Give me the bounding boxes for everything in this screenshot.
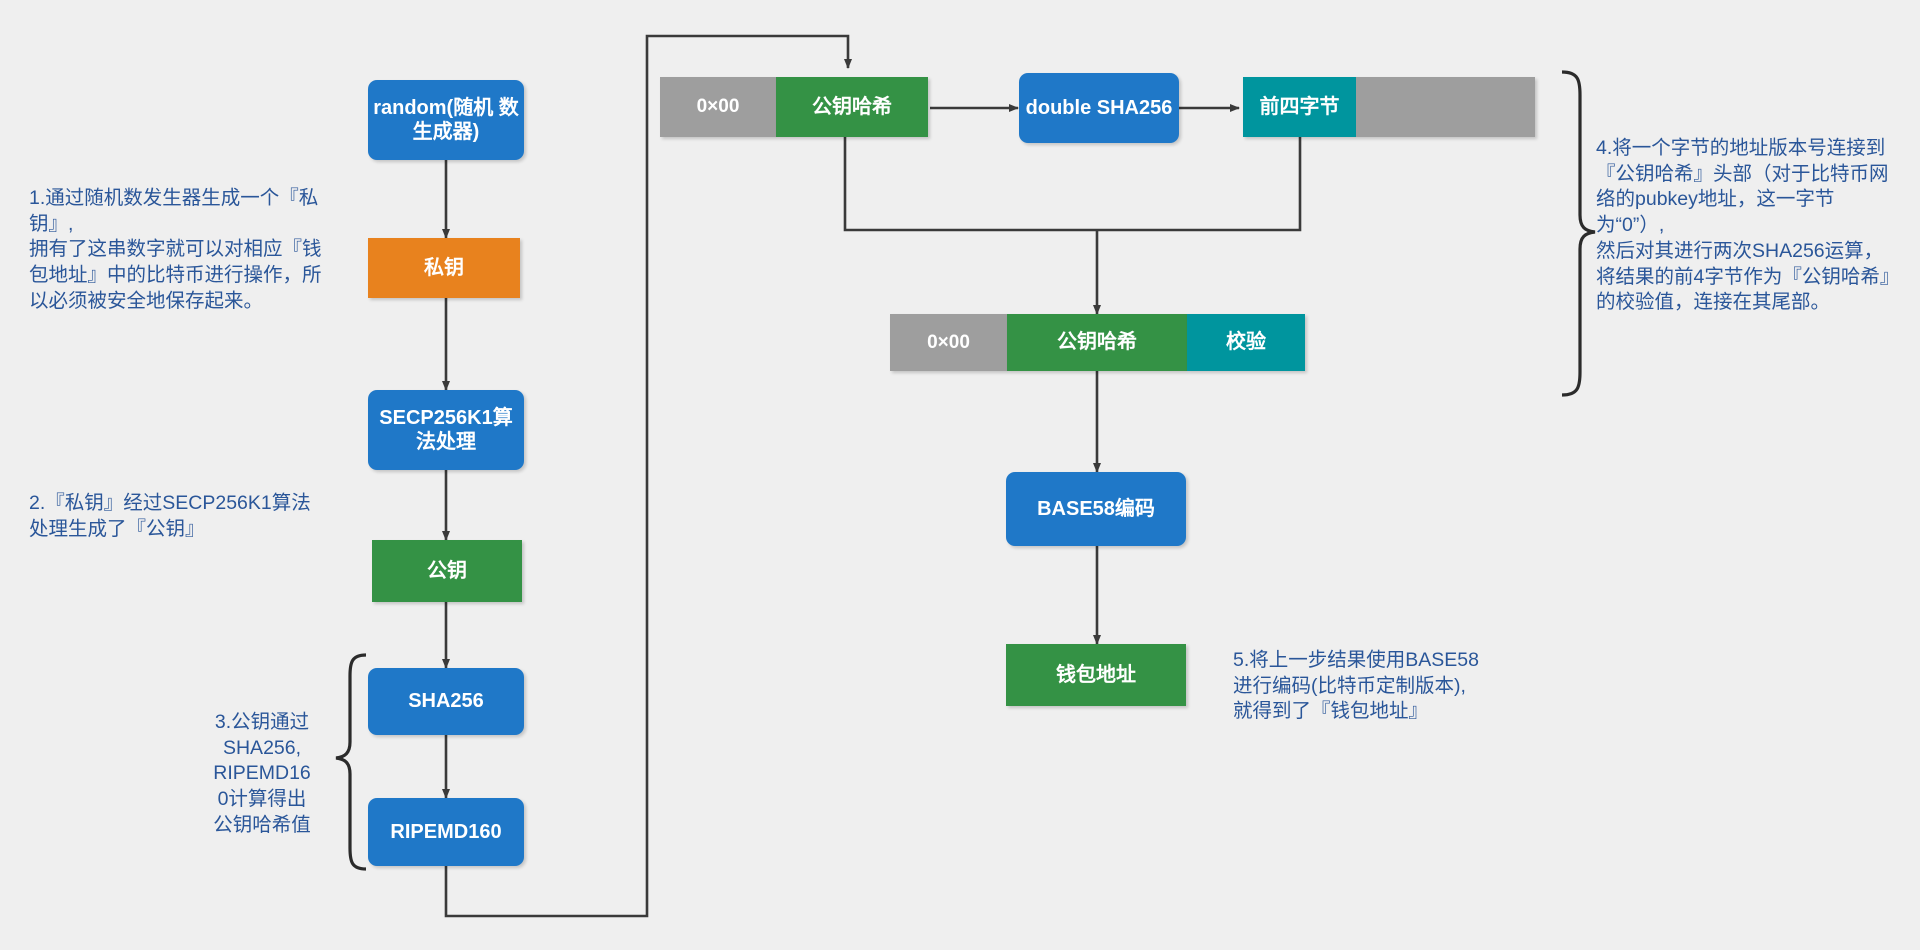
wire-ripemd-to-pubkeyhash bbox=[444, 34, 852, 918]
node-double-sha256[interactable]: double SHA256 bbox=[1019, 73, 1179, 143]
segment-remaining-bytes bbox=[1356, 77, 1535, 137]
segment-first-four-bytes[interactable]: 前四字节 bbox=[1243, 77, 1356, 137]
annotation-step-3: 3.公钥通过 SHA256, RIPEMD16 0计算得出 公钥哈希值 bbox=[213, 711, 311, 836]
annotation-step-5: 5.将上一步结果使用BASE58 进行编码(比特币定制版本), 就得到了『钱包地… bbox=[1233, 649, 1479, 723]
node-random[interactable]: random(随机 数生成器) bbox=[368, 80, 524, 160]
segment-version-byte-top[interactable]: 0×00 bbox=[660, 77, 776, 137]
annotation-step-4: 4.将一个字节的地址版本号连接到『公钥哈希』头部（对于比特币网络的pubkey地… bbox=[1596, 137, 1900, 314]
node-secp256k1[interactable]: SECP256K1算 法处理 bbox=[368, 390, 524, 470]
node-base58[interactable]: BASE58编码 bbox=[1006, 472, 1186, 546]
wire-join-to-middle-row bbox=[843, 137, 1302, 232]
segment-checksum[interactable]: 校验 bbox=[1187, 314, 1305, 371]
node-ripemd160[interactable]: RIPEMD160 bbox=[368, 798, 524, 866]
node-private-key[interactable]: 私钥 bbox=[368, 238, 520, 298]
brace-step4 bbox=[1561, 70, 1596, 397]
node-sha256[interactable]: SHA256 bbox=[368, 668, 524, 735]
segment-version-byte-mid[interactable]: 0×00 bbox=[890, 314, 1007, 371]
segment-pubkey-hash-mid[interactable]: 公钥哈希 bbox=[1007, 314, 1187, 371]
annotation-step-1: 1.通过随机数发生器生成一个『私钥』, 拥有了这串数字就可以对相应『钱包地址』中… bbox=[29, 187, 322, 312]
node-wallet-address[interactable]: 钱包地址 bbox=[1006, 644, 1186, 706]
annotation-step-2: 2.『私钥』经过SECP256K1算法 处理生成了『公钥』 bbox=[29, 492, 311, 540]
segment-pubkey-hash-top[interactable]: 公钥哈希 bbox=[776, 77, 928, 137]
brace-step3 bbox=[335, 653, 367, 871]
node-public-key[interactable]: 公钥 bbox=[372, 540, 522, 602]
